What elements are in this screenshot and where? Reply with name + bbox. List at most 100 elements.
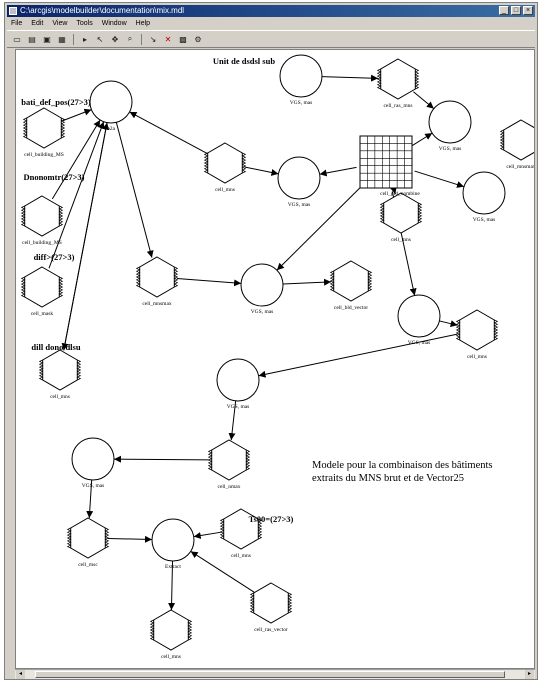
connector-G-t6 <box>276 182 366 271</box>
data-node-label: cell_mns <box>391 237 411 243</box>
tool-node-label: Extract <box>165 564 181 570</box>
data-node-label: cell_mns <box>161 654 181 660</box>
scroll-thumb[interactable] <box>35 671 505 678</box>
tool-node-t2[interactable]: VGS, mas <box>279 54 323 106</box>
data-node-d13[interactable]: cell_msc <box>66 517 110 568</box>
tool-node-t6[interactable]: VGS, mas <box>240 263 284 315</box>
open-icon[interactable]: ▤ <box>28 34 36 44</box>
tool-node-t1[interactable]: b2a <box>89 80 133 132</box>
menu-file[interactable]: File <box>11 20 23 27</box>
data-node-d9[interactable]: cell_bld_vector <box>329 260 373 311</box>
tool-node-t3[interactable]: VGS, mas <box>277 156 321 208</box>
model-annotation: Modele pour la combinaison des bâtiments… <box>312 460 493 484</box>
menu-view[interactable]: View <box>52 20 68 27</box>
data-node-d3[interactable]: cell_mns <box>203 142 247 193</box>
new-icon[interactable]: ▭ <box>13 34 21 44</box>
save-icon[interactable]: ▣ <box>43 34 51 44</box>
data-node-label: cell_building_MS <box>22 240 62 246</box>
data-node-d4[interactable]: cell_ras_mns <box>376 58 420 109</box>
print-icon[interactable]: ▦ <box>58 34 66 44</box>
data-node-d8[interactable]: cell_mnsmax <box>135 256 179 307</box>
data-node-d12[interactable]: cell_nmax <box>207 439 251 490</box>
grid-icon[interactable]: ▩ <box>179 34 187 44</box>
connector-G-d6 <box>390 186 397 194</box>
data-node-d5[interactable]: cell_mnsmax <box>499 119 534 170</box>
data-node-label: cell_mnsmax <box>142 301 172 307</box>
tool-node-t8[interactable]: VGS, mas <box>216 358 260 410</box>
connector-d13-t10 <box>107 535 153 543</box>
connector-d4-t4 <box>413 91 435 110</box>
tool-node-label: VGS, mas <box>439 146 462 152</box>
zoom-icon[interactable]: ⌕ <box>127 34 133 43</box>
tool-node-label: VGS, mas <box>408 340 431 346</box>
toolbar-separator <box>73 33 74 45</box>
connect-icon[interactable]: ↘ <box>149 34 157 44</box>
toolbar: ▭ ▤ ▣ ▦ ▸ ↖ ✥ ⌕ ↘ ✕ ▩ ⚙ <box>7 30 535 48</box>
connector-d8-t6 <box>176 278 242 287</box>
select-icon[interactable]: ↖ <box>96 34 104 44</box>
data-node-label: cell_bld_vector <box>334 305 368 311</box>
connector-d15-t10 <box>190 550 255 593</box>
tool-node-label: VGS, mas <box>288 202 311 208</box>
delete-icon[interactable]: ✕ <box>164 34 172 44</box>
horizontal-scrollbar[interactable]: ◂ ▸ <box>15 669 535 679</box>
scroll-right-icon[interactable]: ▸ <box>525 670 534 679</box>
close-button[interactable]: × <box>523 6 533 15</box>
data-node-d14[interactable]: cell_mns <box>219 508 263 559</box>
data-node-d10[interactable]: cell_mns <box>455 309 499 360</box>
connector-layer <box>48 74 465 611</box>
grid-data-node[interactable]: cell_grd_combine <box>359 135 420 197</box>
data-node-label: cell_mns <box>467 354 487 360</box>
connector-G-t4 <box>411 132 433 147</box>
data-node-label: cell_nmax <box>218 484 241 490</box>
tool-node-t10[interactable]: Extract <box>151 518 195 570</box>
data-node-d16[interactable]: cell_mns <box>149 609 193 660</box>
data-node-d7[interactable]: cell_mask <box>20 266 64 317</box>
menu-edit[interactable]: Edit <box>31 20 44 27</box>
data-node-label: cell_mns <box>231 553 251 559</box>
connector-d3-t1 <box>129 111 208 155</box>
menu-window[interactable]: Window <box>101 20 127 27</box>
connector-t1-d11 <box>61 122 108 351</box>
data-node-d11[interactable]: cell_mns <box>38 349 82 400</box>
data-node-label: cell_mns <box>50 394 70 400</box>
node-layer: cell_building_MS cell_building_MS cell_mns… <box>20 54 534 660</box>
tool-node-t5[interactable]: VGS, mas <box>462 171 506 223</box>
grid-node-label: cell_grd_combine <box>380 191 420 197</box>
tool-node-t9[interactable]: VGS, mas <box>71 437 115 489</box>
connector-d7-t1 <box>48 121 105 269</box>
pan-icon[interactable]: ✥ <box>111 34 119 44</box>
connector-t2-d4 <box>321 74 379 82</box>
scroll-left-icon[interactable]: ◂ <box>16 670 25 679</box>
app-window: C:\arcgis\modelbuilder\documentation\mix… <box>4 2 538 680</box>
properties-icon[interactable]: ⚙ <box>194 34 202 44</box>
data-node-d6[interactable]: cell_mns <box>379 192 423 243</box>
connector-t8-d12 <box>228 400 237 441</box>
minimize-button[interactable]: _ <box>499 6 509 15</box>
connector-d2-t1 <box>51 119 101 200</box>
data-node-label: cell_mns <box>215 187 235 193</box>
model-canvas[interactable]: cell_building_MS cell_building_MS cell_mns… <box>15 49 535 669</box>
data-node-label: cell_ras_vector <box>254 627 288 633</box>
tool-node-label: VGS, mas <box>251 309 274 315</box>
maximize-button[interactable]: □ <box>511 6 521 15</box>
model-diagram[interactable]: cell_building_MS cell_building_MS cell_mns… <box>16 50 534 668</box>
run-icon[interactable]: ▸ <box>82 34 87 44</box>
connector-t6-d9 <box>282 278 332 286</box>
connector-d10-t8 <box>258 333 458 378</box>
parameter-label-b4: diff>(27>3) <box>34 252 75 262</box>
tool-node-t7[interactable]: VGS, mas <box>397 294 441 346</box>
app-icon <box>9 7 17 15</box>
data-node-label: cell_mask <box>31 311 54 317</box>
parameter-label-b2: bati_def_pos(27>3) <box>21 97 91 107</box>
data-node-d15[interactable]: cell_ras_vector <box>249 582 293 633</box>
menu-tools[interactable]: Tools <box>76 20 93 27</box>
tool-node-t4[interactable]: VGS, mas <box>428 100 472 152</box>
tool-node-label: VGS, mas <box>473 217 496 223</box>
toolbar-separator <box>141 33 142 45</box>
data-node-d1[interactable]: cell_building_MS <box>22 107 66 158</box>
connector-t10-d16 <box>168 560 176 611</box>
menu-help[interactable]: Help <box>135 20 151 27</box>
data-node-d2[interactable]: cell_building_MS <box>20 195 64 246</box>
tool-node-label: VGS, mas <box>82 483 105 489</box>
